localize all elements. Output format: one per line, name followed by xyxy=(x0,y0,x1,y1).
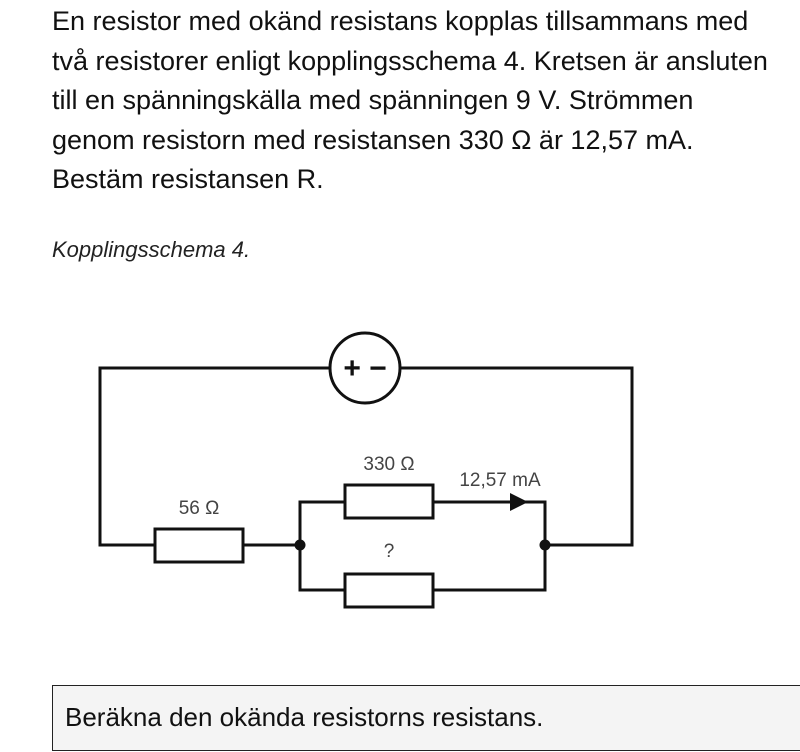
resistor-330 xyxy=(343,483,435,520)
circuit-diagram: + − 56 Ω 330 Ω ? 12,57 mA xyxy=(98,331,634,609)
voltage-source-symbol: + − xyxy=(343,352,386,385)
r2-label: 330 Ω xyxy=(363,454,414,475)
current-arrow-icon xyxy=(510,493,528,511)
resistor-unknown xyxy=(343,572,435,609)
problem-text: En resistor med okänd resistans kopplas … xyxy=(52,6,768,194)
answer-box[interactable]: Beräkna den okända resistorns resistans. xyxy=(52,685,800,751)
voltage-source xyxy=(328,331,402,405)
wire-left-branch xyxy=(298,500,345,592)
current-label: 12,57 mA xyxy=(459,470,541,491)
wire-top-right xyxy=(400,366,634,547)
junction-node-left xyxy=(294,539,306,551)
junction-node-right xyxy=(539,539,551,551)
answer-prompt: Beräkna den okända resistorns resistans. xyxy=(65,702,544,732)
r3-label: ? xyxy=(384,541,395,562)
wire-right-branch xyxy=(433,500,547,592)
resistor-56 xyxy=(153,527,245,564)
r1-label: 56 Ω xyxy=(179,498,220,519)
wire-top-left xyxy=(98,366,330,547)
diagram-caption: Kopplingsschema 4. xyxy=(52,237,251,262)
